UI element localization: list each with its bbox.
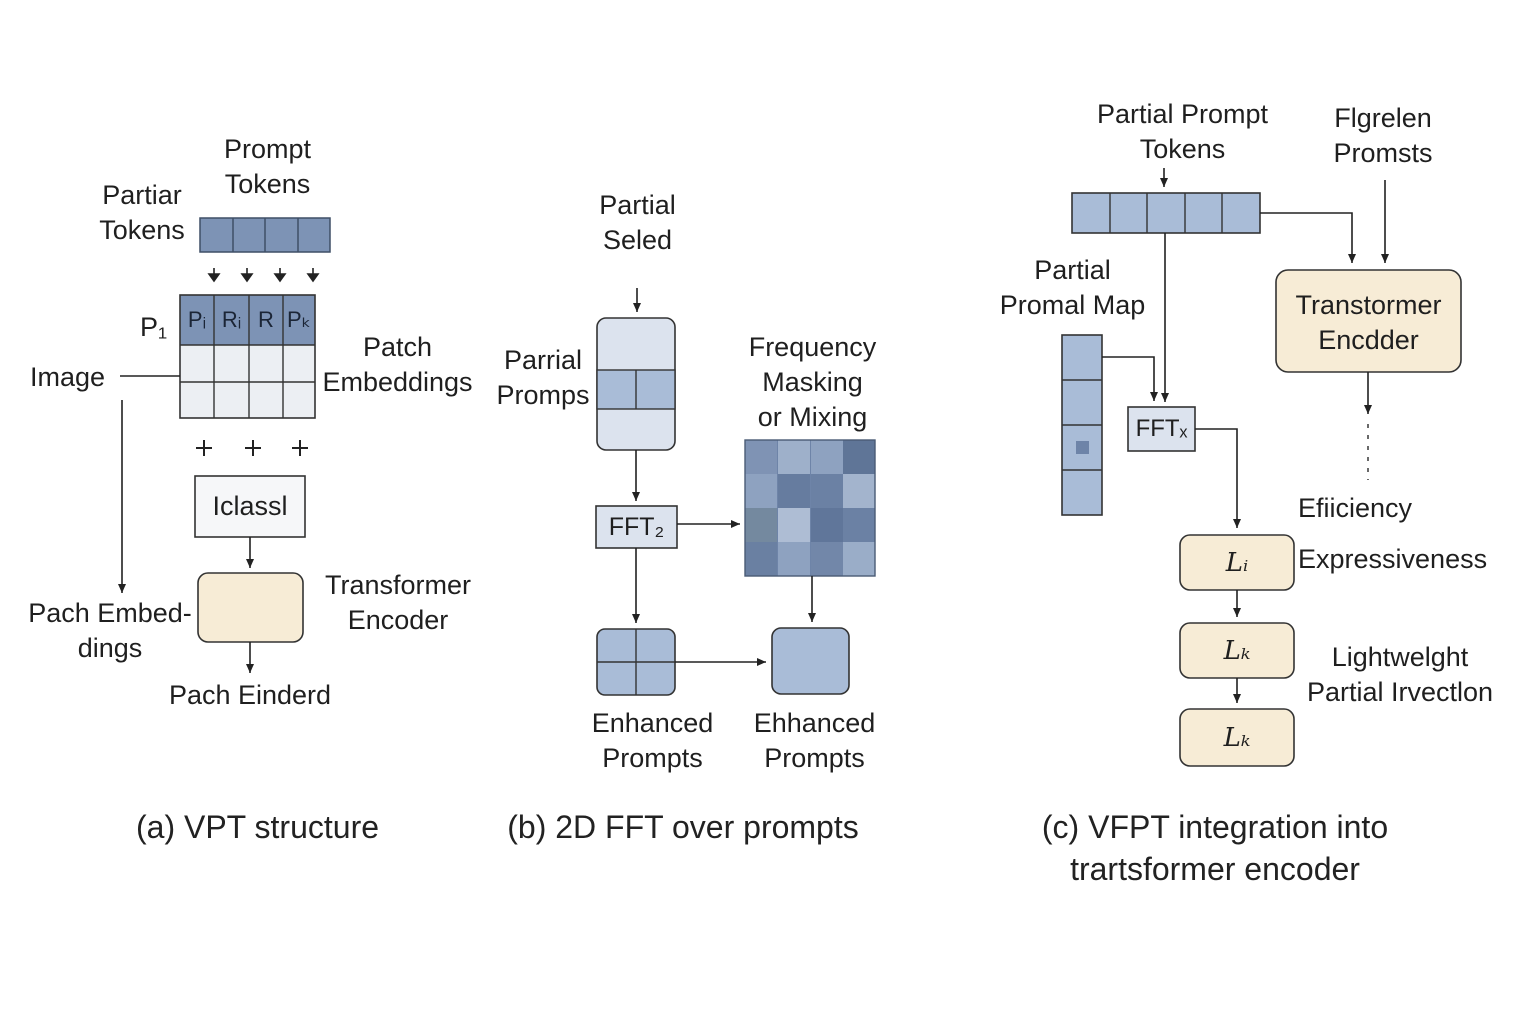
fft2-box [595,505,678,549]
class-box [194,475,306,538]
patch-cell-4: Pₖ [286,307,312,332]
l-box-3 [1179,708,1295,767]
l-box-2-label: Lₖ [1223,635,1251,666]
pach-embeddings-label: Pach Embed-dings [28,598,192,663]
image-label: Image [30,362,106,392]
pach-einderd-label: Pach Einderd [168,680,332,710]
prompt-token-row [199,217,331,253]
enhanced-prompts-left-box [596,628,676,696]
transformer-encoder-box [197,572,304,643]
l-box-1-label: Lᵢ [1225,547,1249,578]
arrow-fft-to-l1 [1195,428,1241,528]
plus-signs [196,440,308,456]
arrow-tokens-to-transformer [1260,212,1356,263]
patch-grid [179,294,316,419]
partial-prompt-token-row [1071,192,1261,234]
expressiveness-label: Expressiveness [1298,544,1488,574]
patch-cell-3: R [258,307,274,332]
panel-b [595,288,876,696]
token-arrows [207,268,320,283]
class-box-label: Iclassl [212,491,288,521]
efficiency-label: Efiiciency [1298,493,1413,523]
panel-c [1061,168,1462,767]
enhanced-prompts-right-box [771,627,850,695]
l-box-3-label: Lₖ [1223,722,1251,753]
frequency-mask-grid [744,439,876,577]
caption-a: (a) VPT structure [135,809,380,845]
p1-label: P₁ [140,312,168,342]
arrow-map-to-fft [1102,356,1158,401]
patch-cell-2: Rᵢ [221,307,242,332]
caption-b: (b) 2D FFT over prompts [507,809,859,845]
fftx-label: FFTₓ [1135,415,1188,442]
fft2-label: FFT₂ [608,512,665,541]
patch-cell-1: Pᵢ [187,307,207,332]
partial-promal-map-column [1061,334,1103,516]
partial-prompts-stack [596,317,676,451]
panel-a [118,217,331,673]
